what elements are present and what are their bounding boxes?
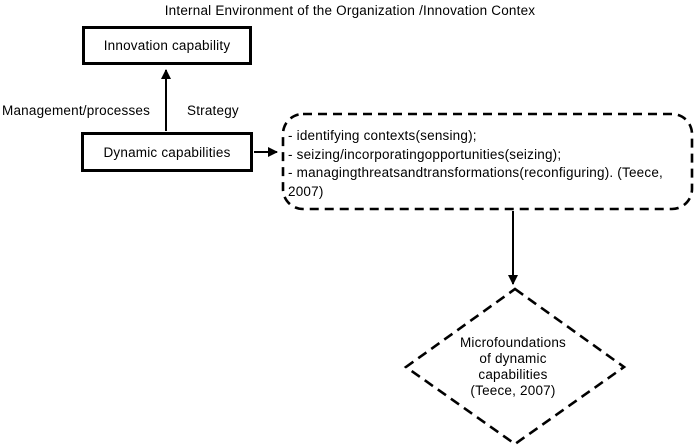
dashed-detail-box-text: - identifying contexts(sensing); - seizi… <box>288 127 690 201</box>
diamond-line-4: (Teece, 2007) <box>470 383 556 398</box>
diamond-line-3: capabilities <box>478 367 548 382</box>
diamond-line-2: of dynamic <box>479 351 547 366</box>
management-processes-label: Management/processes <box>2 103 151 118</box>
detail-line-seizing: - seizing/incorporatingopportunities(sei… <box>288 146 562 162</box>
diamond-line-1: Microfoundations <box>459 335 566 350</box>
strategy-label: Strategy <box>187 103 239 118</box>
microfoundations-diamond-text: Microfoundations of dynamic capabilities… <box>413 335 613 399</box>
innovation-capability-box: Innovation capability <box>82 26 252 65</box>
dynamic-capabilities-box: Dynamic capabilities <box>81 132 253 172</box>
innovation-capability-label: Innovation capability <box>103 38 231 53</box>
dashed-detail-box-outline <box>281 112 694 211</box>
dynamic-capabilities-label: Dynamic capabilities <box>103 144 231 160</box>
detail-line-reconfiguring-wrap: 2007) <box>288 183 324 199</box>
detail-line-sensing: - identifying contexts(sensing); <box>288 128 477 143</box>
diagram-title: Internal Environment of the Organization… <box>164 3 536 18</box>
microfoundations-diamond-outline <box>403 287 627 446</box>
detail-line-reconfiguring: - managingthreatsandtransformations(reco… <box>288 165 663 180</box>
